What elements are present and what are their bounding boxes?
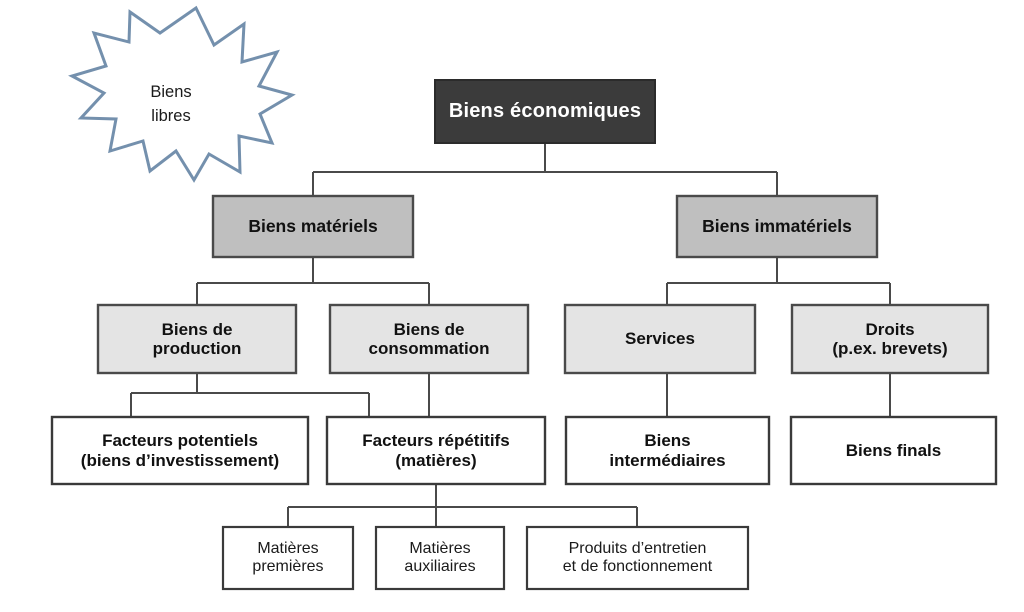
node-box-matieres-premieres[interactable] (221, 525, 355, 591)
connector-root-to-level2 (311, 143, 779, 196)
node-box-biens-finals[interactable] (789, 415, 998, 486)
node-box-biens-de-consommation[interactable] (328, 303, 530, 375)
connector-materiels-to-level3 (195, 257, 431, 305)
node-box-facteurs-potentiels[interactable] (50, 415, 310, 486)
connector-production-to-level4 (129, 373, 371, 417)
node-box-services[interactable] (563, 303, 757, 375)
node-box-biens-economiques[interactable] (434, 79, 656, 144)
starburst-callout-shape (68, 5, 296, 183)
node-box-biens-intermediaires[interactable] (564, 415, 771, 486)
node-box-droits[interactable] (790, 303, 990, 375)
node-box-matieres-auxiliaires[interactable] (374, 525, 506, 591)
node-box-biens-immateriels[interactable] (675, 194, 879, 259)
node-box-biens-de-production[interactable] (96, 303, 298, 375)
connector-immateriels-to-level3 (665, 257, 892, 305)
node-box-produits-entretien[interactable] (525, 525, 750, 591)
node-box-biens-materiels[interactable] (211, 194, 415, 259)
connectors (129, 143, 892, 527)
node-box-facteurs-repetitifs[interactable] (325, 415, 547, 486)
connector-facteurs-to-level5 (286, 484, 639, 527)
